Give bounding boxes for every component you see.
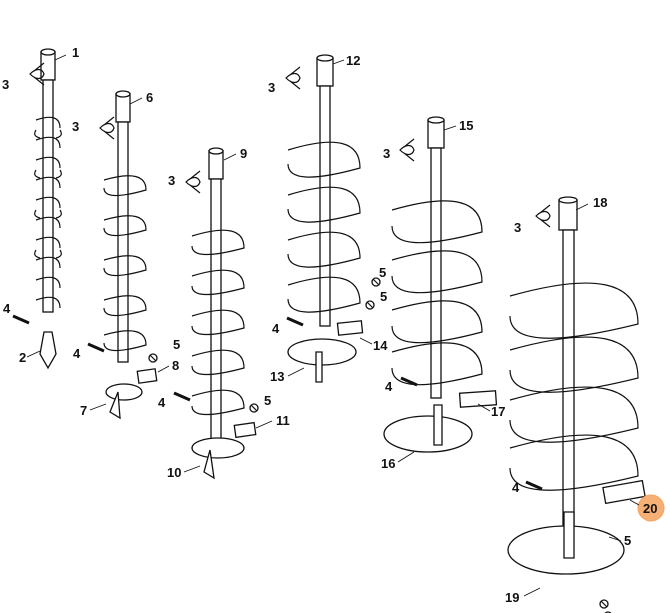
label-9: 9 — [240, 146, 247, 161]
label-7: 7 — [80, 403, 87, 418]
label-17: 17 — [491, 404, 505, 419]
callouts: 1 3 4 2 6 3 4 5 8 7 9 3 4 5 11 10 12 3 4… — [2, 45, 657, 605]
label-19: 19 — [505, 590, 519, 605]
auger-15 — [371, 116, 498, 453]
label-18: 18 — [593, 195, 607, 210]
label-3f: 3 — [514, 220, 521, 235]
label-3a: 3 — [2, 77, 9, 92]
auger-1 — [11, 48, 67, 370]
label-3c: 3 — [168, 173, 175, 188]
label-4a: 4 — [3, 301, 11, 316]
label-12: 12 — [346, 53, 360, 68]
label-4c: 4 — [158, 395, 166, 410]
label-3d: 3 — [268, 80, 275, 95]
label-14: 14 — [373, 338, 388, 353]
label-5b: 5 — [264, 393, 271, 408]
label-20: 20 — [643, 501, 657, 516]
label-4f: 4 — [512, 480, 520, 495]
label-1: 1 — [72, 45, 79, 60]
label-4d: 4 — [272, 321, 280, 336]
label-4e: 4 — [385, 379, 393, 394]
label-4b: 4 — [73, 346, 81, 361]
label-5d: 5 — [379, 265, 386, 280]
highlight-20 — [637, 494, 665, 522]
label-6: 6 — [146, 90, 153, 105]
label-5c: 5 — [380, 289, 387, 304]
label-5a: 5 — [173, 337, 180, 352]
auger-12 — [285, 54, 375, 383]
label-16: 16 — [381, 456, 395, 471]
label-15: 15 — [459, 118, 473, 133]
auger-9 — [172, 147, 259, 480]
label-5e: 5 — [624, 533, 631, 548]
label-11: 11 — [276, 413, 290, 428]
label-2: 2 — [19, 350, 26, 365]
label-3b: 3 — [72, 119, 79, 134]
auger-6 — [86, 90, 158, 420]
label-8: 8 — [172, 358, 179, 373]
label-3e: 3 — [383, 146, 390, 161]
label-10: 10 — [167, 465, 181, 480]
auger-18 — [507, 196, 646, 613]
label-13: 13 — [270, 369, 284, 384]
